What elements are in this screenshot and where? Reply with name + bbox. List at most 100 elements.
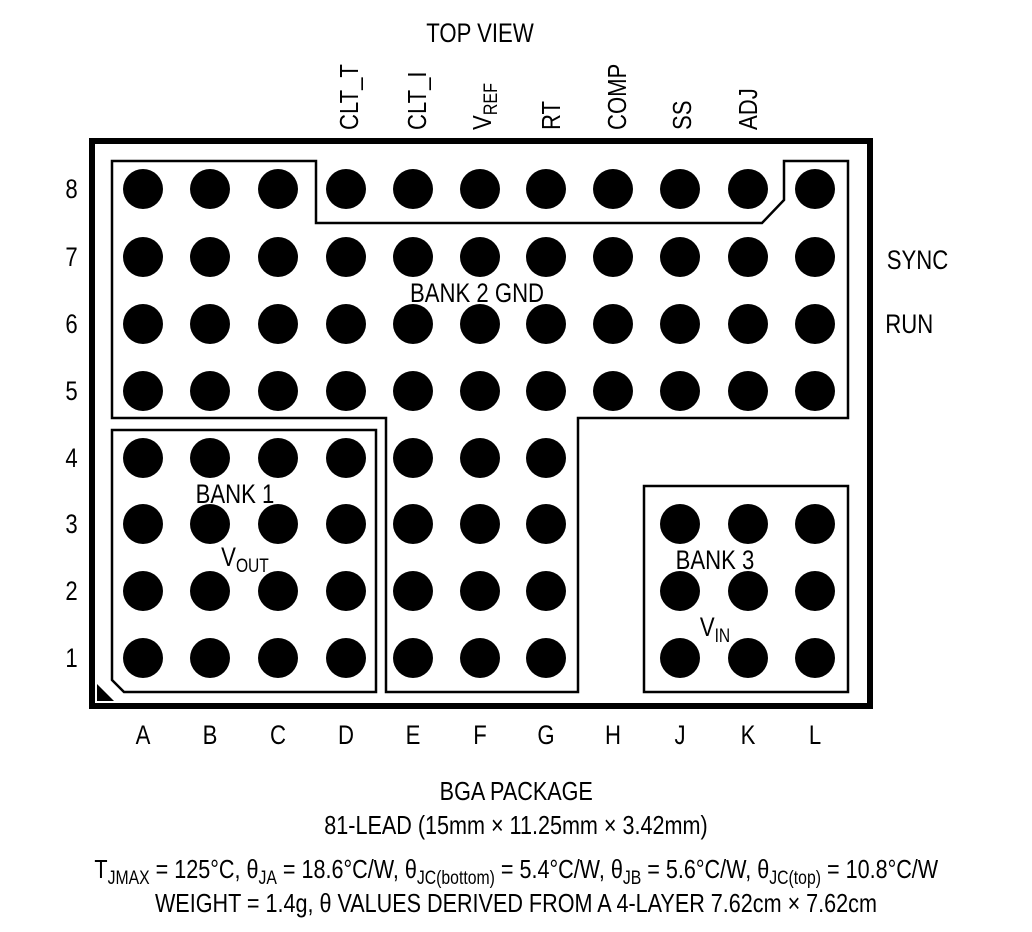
ball-j5 xyxy=(660,371,700,411)
ball-d3 xyxy=(326,504,366,544)
ball-c1 xyxy=(258,638,298,678)
ball-b3 xyxy=(190,504,230,544)
ball-d5 xyxy=(326,371,366,411)
ball-g5 xyxy=(526,371,566,411)
weight-note: WEIGHT = 1.4g, θ VALUES DERIVED FROM A 4… xyxy=(155,888,877,918)
ball-e6 xyxy=(393,304,433,344)
ball-e2 xyxy=(393,571,433,611)
ball-l7 xyxy=(795,237,835,277)
ball-k7 xyxy=(728,237,768,277)
ball-f5 xyxy=(460,371,500,411)
ball-c4 xyxy=(258,438,298,478)
ball-l8 xyxy=(795,169,835,209)
thermal-specs: TJMAX = 125°C, θJA = 18.6°C/W, θJC(botto… xyxy=(94,854,938,889)
ball-g2 xyxy=(526,571,566,611)
bank-1-outline xyxy=(110,428,378,694)
ball-a6 xyxy=(123,304,163,344)
diagram-title: TOP VIEW xyxy=(426,18,534,48)
column-label: F xyxy=(473,720,487,750)
ball-a8 xyxy=(123,169,163,209)
ball-l1 xyxy=(795,638,835,678)
ball-d2 xyxy=(326,571,366,611)
ball-f7 xyxy=(460,237,500,277)
row-label: 3 xyxy=(65,509,78,539)
top-pin-label-clt-t: CLT_T xyxy=(334,64,364,130)
ball-j3 xyxy=(660,504,700,544)
top-pin-label-vref: VREF xyxy=(467,82,502,130)
column-label: H xyxy=(605,720,621,750)
ball-c8 xyxy=(258,169,298,209)
row-label: 2 xyxy=(65,576,78,606)
ball-f3 xyxy=(460,504,500,544)
pin1-marker-icon xyxy=(97,684,114,701)
ball-e7 xyxy=(393,237,433,277)
bank-3-outline xyxy=(642,484,850,694)
row-label: 1 xyxy=(65,643,78,673)
row-label: 7 xyxy=(65,242,78,272)
bank-2-outline xyxy=(110,159,850,694)
ball-a1 xyxy=(123,638,163,678)
package-outline xyxy=(89,138,873,709)
column-label: L xyxy=(808,720,822,750)
ball-e5 xyxy=(393,371,433,411)
ball-l3 xyxy=(795,504,835,544)
row-label: 6 xyxy=(65,309,78,339)
ball-c3 xyxy=(258,504,298,544)
column-label: D xyxy=(338,720,354,750)
column-label: C xyxy=(270,720,286,750)
ball-e8 xyxy=(393,169,433,209)
column-label: K xyxy=(740,720,756,750)
ball-k6 xyxy=(728,304,768,344)
ball-d6 xyxy=(326,304,366,344)
bank-3-net-label: VIN xyxy=(699,612,731,647)
ball-d1 xyxy=(326,638,366,678)
ball-k8 xyxy=(728,169,768,209)
ball-k5 xyxy=(728,371,768,411)
ball-j2 xyxy=(660,571,700,611)
ball-d8 xyxy=(326,169,366,209)
ball-g4 xyxy=(526,438,566,478)
ball-l5 xyxy=(795,371,835,411)
row-label: 5 xyxy=(65,376,78,406)
row-label: 8 xyxy=(65,174,78,204)
ball-j1 xyxy=(660,638,700,678)
ball-g1 xyxy=(526,638,566,678)
ball-b2 xyxy=(190,571,230,611)
top-pin-label-ss: SS xyxy=(667,100,697,130)
ball-h8 xyxy=(593,169,633,209)
bank-2-label: BANK 2 GND xyxy=(409,278,545,308)
ball-c6 xyxy=(258,304,298,344)
column-label: E xyxy=(405,720,421,750)
ball-l6 xyxy=(795,304,835,344)
ball-g7 xyxy=(526,237,566,277)
bank-1-net-label: VOUT xyxy=(221,542,269,577)
ball-a3 xyxy=(123,504,163,544)
package-type: BGA PACKAGE xyxy=(439,776,593,806)
ball-e3 xyxy=(393,504,433,544)
bank-3-label: BANK 3 xyxy=(675,545,755,575)
ball-a7 xyxy=(123,237,163,277)
ball-f4 xyxy=(460,438,500,478)
ball-k1 xyxy=(728,638,768,678)
ball-grid xyxy=(123,169,835,678)
ball-e1 xyxy=(393,638,433,678)
ball-c2 xyxy=(258,571,298,611)
ball-g3 xyxy=(526,504,566,544)
top-pin-label-rt: RT xyxy=(536,100,566,130)
top-pin-label-comp: COMP xyxy=(602,63,632,130)
ball-h6 xyxy=(593,304,633,344)
top-pin-label-clt-i: CLT_I xyxy=(402,71,432,130)
row-label: 4 xyxy=(65,443,78,473)
ball-b4 xyxy=(190,438,230,478)
ball-f1 xyxy=(460,638,500,678)
ball-c5 xyxy=(258,371,298,411)
ball-b8 xyxy=(190,169,230,209)
ball-a4 xyxy=(123,438,163,478)
ball-b7 xyxy=(190,237,230,277)
column-label: J xyxy=(674,720,686,750)
ball-b6 xyxy=(190,304,230,344)
ball-j8 xyxy=(660,169,700,209)
ball-f6 xyxy=(460,304,500,344)
ball-b5 xyxy=(190,371,230,411)
ball-j6 xyxy=(660,304,700,344)
